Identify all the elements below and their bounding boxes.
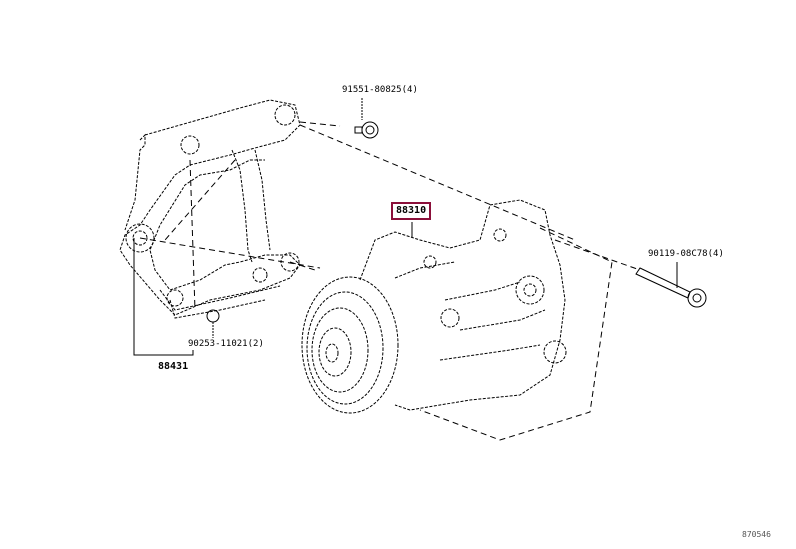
part-label-bracket[interactable]: 88431 (158, 361, 189, 372)
bracket-stud-drawing[interactable] (206, 309, 220, 338)
part-label-compressor-bolt[interactable]: 90119-08C78(4) (648, 249, 724, 259)
compressor-drawing[interactable] (301, 199, 567, 414)
part-label-compressor[interactable]: 88310 (391, 202, 432, 220)
reference-code: 870546 (742, 530, 771, 539)
bracket-bolt-drawing[interactable] (354, 98, 379, 139)
part-label-bracket-stud[interactable]: 90253-11021(2) (188, 339, 264, 349)
bracket-drawing[interactable] (119, 99, 301, 319)
compressor-bolt-drawing[interactable] (635, 262, 707, 308)
part-label-bracket-bolt[interactable]: 91551-80825(4) (342, 85, 418, 95)
